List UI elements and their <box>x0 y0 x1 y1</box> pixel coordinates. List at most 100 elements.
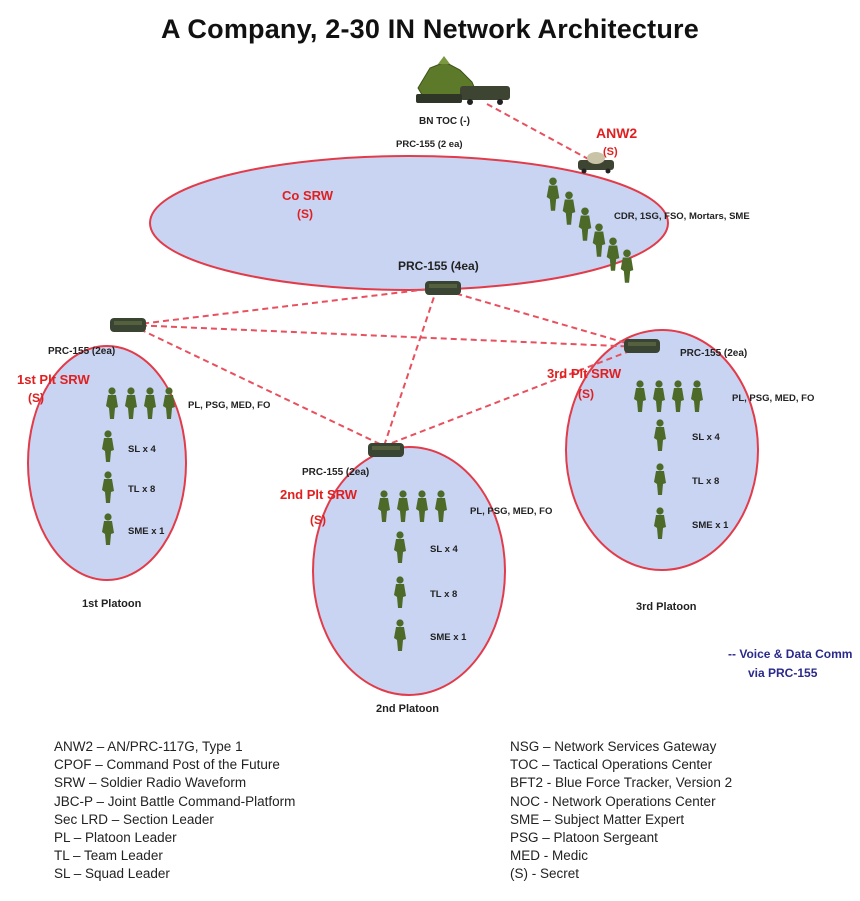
soldier-icon <box>546 177 560 211</box>
soldier-icon <box>691 380 703 412</box>
link-bntoc-anw2 <box>486 103 591 161</box>
plt3-name-label: 3rd Platoon <box>636 601 697 613</box>
plt3-sme-label: SME x 1 <box>692 520 729 531</box>
plt1-hq-label: PL, PSG, MED, FO <box>188 400 270 411</box>
plt3-srw-class-label: (S) <box>578 387 594 401</box>
legend-item: ANW2 – AN/PRC-117G, Type 1 <box>54 739 243 754</box>
plt1-tl-label: TL x 8 <box>128 484 155 495</box>
anw2-terminal-icon <box>578 152 614 174</box>
legend-left: ANW2 – AN/PRC-117G, Type 1 CPOF – Comman… <box>54 738 295 884</box>
plt2-name-label: 2nd Platoon <box>376 703 439 715</box>
link-plt3-plt2 <box>383 346 641 447</box>
plt3-hq-label: PL, PSG, MED, FO <box>732 393 814 404</box>
plt2-sl-label: SL x 4 <box>430 544 459 555</box>
plt1-name-label: 1st Platoon <box>82 598 142 610</box>
soldier-icon <box>620 249 634 283</box>
plt1-srw-class-label: (S) <box>28 391 44 405</box>
soldier-icon <box>435 490 447 522</box>
soldier-icon <box>378 490 390 522</box>
soldier-icon <box>606 237 620 271</box>
prc155-links <box>130 103 641 447</box>
legend-item: PL – Platoon Leader <box>54 830 177 846</box>
plt1-soldiers <box>102 387 175 545</box>
link-plt1-plt3 <box>130 324 641 348</box>
company-radio-label: PRC-155 (4ea) <box>398 259 479 273</box>
legend-item: SRW – Soldier Radio Waveform <box>54 775 247 791</box>
anw2-class-label: (S) <box>603 146 618 158</box>
soldier-icon <box>394 531 406 563</box>
soldier-icon <box>592 223 606 257</box>
soldier-icon <box>397 490 409 522</box>
anw2-label: ANW2 <box>596 125 637 141</box>
soldier-icon <box>394 576 406 608</box>
legend-item: TL – Team Leader <box>54 848 163 864</box>
legend-item: NSG – Network Services Gateway <box>510 739 717 754</box>
soldier-icon <box>394 619 406 651</box>
plt2-soldiers <box>378 490 447 651</box>
legend-item: SL – Squad Leader <box>54 866 170 882</box>
plt2-radio-icon <box>368 443 404 457</box>
legend-item: NOC - Network Operations Center <box>510 793 716 809</box>
legend-item: JBC-P – Joint Battle Command-Platform <box>54 793 296 809</box>
soldier-icon <box>102 471 114 503</box>
company-radio-icon <box>425 281 461 295</box>
soldier-icon <box>672 380 684 412</box>
plt2-hq-label: PL, PSG, MED, FO <box>470 506 552 517</box>
bn-toc-vehicle-icon <box>416 56 510 105</box>
soldier-icon <box>144 387 156 419</box>
legend-item: CPOF – Command Post of the Future <box>54 757 280 773</box>
soldier-icon <box>416 490 428 522</box>
plt3-radio-icon <box>624 339 660 353</box>
soldier-icon <box>654 507 666 539</box>
soldier-icon <box>654 463 666 495</box>
plt2-srw-label: 2nd Plt SRW <box>280 487 358 502</box>
soldier-icon <box>102 513 114 545</box>
link-co-plt3 <box>436 287 641 348</box>
legend-item: TOC – Tactical Operations Center <box>510 757 713 773</box>
soldier-icon <box>654 419 666 451</box>
company-soldiers <box>546 177 634 283</box>
legend-item: MED - Medic <box>510 848 589 864</box>
plt3-radio-label: PRC-155 (2ea) <box>680 348 747 359</box>
co-srw-class-label: (S) <box>297 207 313 221</box>
link-co-plt2 <box>383 287 438 447</box>
diagram-title: A Company, 2-30 IN Network Architecture <box>161 14 699 44</box>
soldier-icon <box>562 191 576 225</box>
plt2-sme-label: SME x 1 <box>430 632 467 643</box>
legend-item: (S) - Secret <box>510 866 580 882</box>
plt2-srw-class-label: (S) <box>310 513 326 527</box>
company-network-ellipse <box>149 155 669 291</box>
company-elements-label: CDR, 1SG, FSO, Mortars, SME <box>614 211 750 222</box>
plt3-soldiers <box>634 380 703 539</box>
soldier-icon <box>163 387 175 419</box>
soldier-icon <box>634 380 646 412</box>
plt1-radio-icon <box>110 318 146 332</box>
plt3-srw-label: 3rd Plt SRW <box>547 366 622 381</box>
plt2-radio-label: PRC-155 (2ea) <box>302 467 369 478</box>
legend-item: PSG – Platoon Sergeant <box>510 830 658 846</box>
soldier-icon <box>125 387 137 419</box>
legend-right: NSG – Network Services Gateway TOC – Tac… <box>510 738 732 884</box>
link-key-line2: via PRC-155 <box>748 666 818 680</box>
legend-item: SME – Subject Matter Expert <box>510 811 685 827</box>
plt2-tl-label: TL x 8 <box>430 589 457 600</box>
plt1-sme-label: SME x 1 <box>128 526 165 537</box>
soldier-icon <box>653 380 665 412</box>
soldier-icon <box>102 430 114 462</box>
plt1-sl-label: SL x 4 <box>128 444 157 455</box>
soldier-icon <box>578 207 592 241</box>
plt1-radio-label: PRC-155 (2ea) <box>48 346 115 357</box>
legend-item: BFT2 - Blue Force Tracker, Version 2 <box>510 775 733 791</box>
plt3-tl-label: TL x 8 <box>692 476 719 487</box>
legend-item: Sec LRD – Section Leader <box>54 811 214 827</box>
link-co-plt1 <box>130 287 438 326</box>
link-plt1-plt2 <box>130 324 385 447</box>
bn-toc-label: BN TOC (-) <box>419 116 470 127</box>
bn-toc-radio-label: PRC-155 (2 ea) <box>396 139 463 150</box>
platoon2-network-ellipse <box>312 446 506 696</box>
co-srw-label: Co SRW <box>282 188 334 203</box>
link-key-line1: -- Voice & Data Comm <box>728 647 852 661</box>
soldier-icon <box>106 387 118 419</box>
plt1-srw-label: 1st Plt SRW <box>17 372 90 387</box>
